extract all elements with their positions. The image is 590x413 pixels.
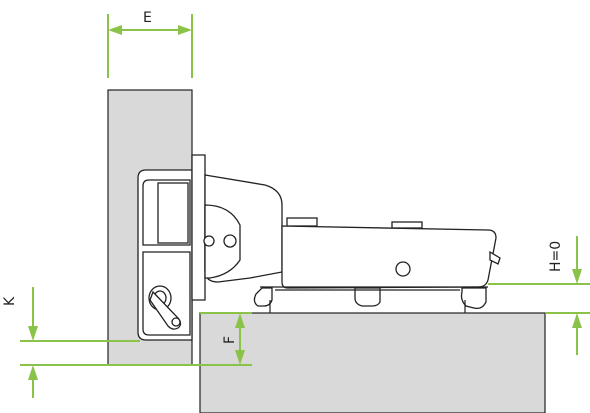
label-f: F <box>222 336 238 344</box>
hinge-cup-body <box>253 217 501 313</box>
dimension-h <box>488 236 590 355</box>
label-k: K <box>2 296 18 306</box>
dimension-e <box>107 14 193 78</box>
door-panel <box>199 312 546 413</box>
dimension-k <box>20 287 252 398</box>
dimension-f <box>200 312 252 365</box>
label-e: E <box>143 10 152 26</box>
label-h: H=0 <box>548 241 564 272</box>
hinge-arm <box>191 154 283 301</box>
cam-adjustment-screw <box>148 285 182 330</box>
